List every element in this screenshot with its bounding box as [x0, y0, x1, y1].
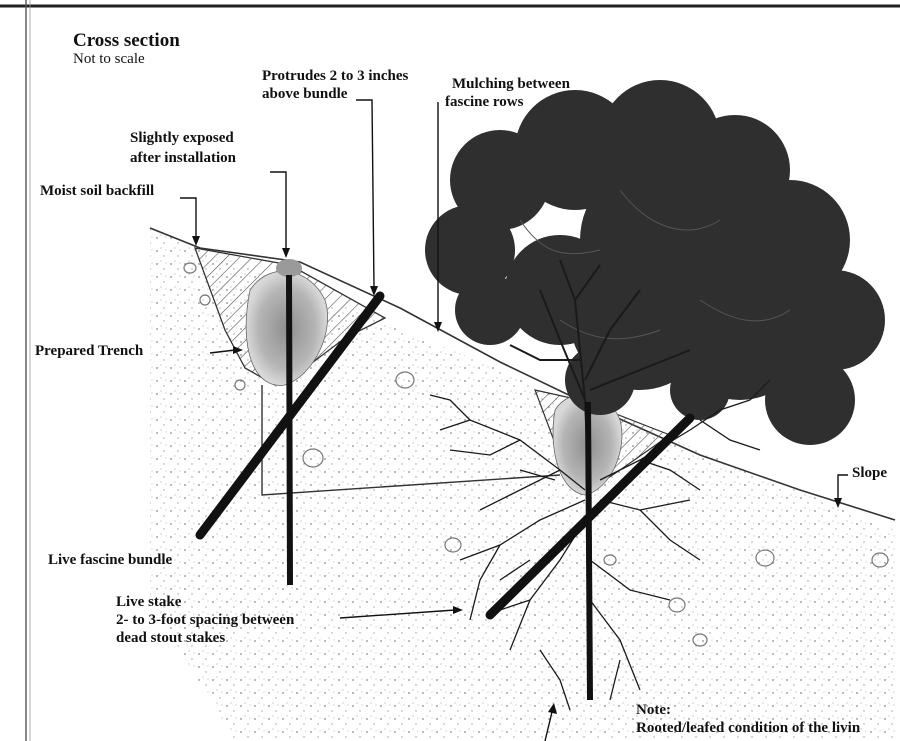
label-note-heading: Note:: [636, 702, 671, 719]
label-prepared-trench: Prepared Trench: [35, 343, 143, 360]
label-mulching-2: fascine rows: [445, 94, 523, 111]
fill-exposed-top: [276, 259, 302, 277]
label-note-text: Rooted/leafed condition of the livin: [636, 720, 860, 737]
label-slope: Slope: [852, 465, 887, 482]
label-slightly-exposed-1: Slightly exposed: [130, 130, 234, 147]
label-protrudes-2: above bundle: [262, 86, 347, 103]
label-slightly-exposed-2: after installation: [130, 150, 236, 167]
label-live-fascine-bundle: Live fascine bundle: [48, 552, 172, 569]
label-live-stake-3: dead stout stakes: [116, 630, 225, 647]
label-live-stake-2: 2- to 3-foot spacing between: [116, 612, 294, 629]
stake-lower: [588, 402, 590, 700]
label-live-stake-1: Live stake: [116, 594, 181, 611]
stake-upper: [289, 275, 290, 585]
label-protrudes-1: Protrudes 2 to 3 inches: [262, 68, 408, 85]
label-moist-soil: Moist soil backfill: [40, 183, 154, 200]
diagram-title: Cross section: [73, 30, 180, 51]
label-mulching-1: Mulching between: [452, 76, 570, 93]
diagram-subtitle: Not to scale: [73, 51, 145, 68]
